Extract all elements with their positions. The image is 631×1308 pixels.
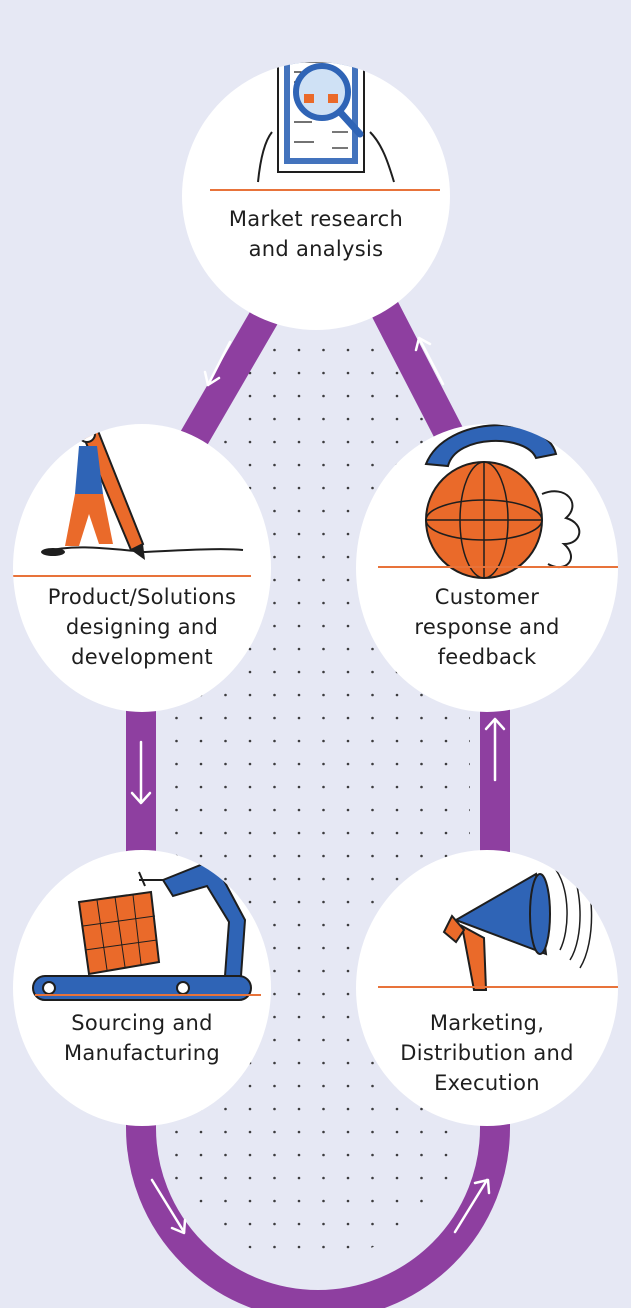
step-label-line: Sourcing and: [71, 1011, 213, 1035]
step-product-development: Product/Solutions designing and developm…: [13, 424, 271, 712]
step-label: Marketing, Distribution and Execution: [356, 1008, 618, 1098]
step-label-line: Distribution and: [400, 1041, 574, 1065]
step-sourcing-manufacturing: Sourcing and Manufacturing: [13, 850, 271, 1126]
arrow-down-left: [203, 340, 232, 387]
step-divider: [13, 575, 251, 577]
arrow-bottom-right: [453, 1178, 491, 1234]
step-label: Market research and analysis: [182, 204, 450, 264]
step-label-line: Manufacturing: [64, 1041, 220, 1065]
arrow-up-left: [414, 336, 445, 386]
megaphone-icon: [442, 850, 593, 991]
step-label: Sourcing and Manufacturing: [13, 1008, 271, 1068]
step-customer-feedback: Customer response and feedback: [356, 424, 618, 712]
step-divider: [210, 189, 440, 191]
arrow-down: [130, 740, 152, 805]
arrow-up: [484, 717, 506, 782]
step-label-line: Execution: [434, 1071, 540, 1095]
step-label: Customer response and feedback: [356, 582, 618, 672]
step-label-line: response and: [414, 615, 560, 639]
step-label-line: and analysis: [248, 237, 384, 261]
step-label-line: Product/Solutions: [47, 585, 237, 609]
step-divider: [378, 566, 618, 568]
step-label-line: feedback: [437, 645, 537, 669]
robot-arm-conveyor-icon: [32, 858, 252, 1001]
arrow-bottom-left: [150, 1178, 187, 1235]
step-label-line: designing and: [65, 615, 219, 639]
flow-arrows: [130, 336, 506, 1235]
step-label: Product/Solutions designing and developm…: [13, 582, 271, 672]
step-label-line: Marketing,: [429, 1011, 545, 1035]
step-label-line: Market research: [228, 207, 404, 231]
step-divider: [378, 986, 618, 988]
pencil-person-icon: [41, 424, 244, 560]
step-label-line: development: [71, 645, 213, 669]
step-divider: [35, 994, 261, 996]
step-label-line: Customer: [434, 585, 540, 609]
step-marketing-distribution: Marketing, Distribution and Execution: [356, 850, 618, 1126]
step-market-research: Market research and analysis: [182, 62, 450, 330]
telephone-globe-icon: [424, 424, 581, 579]
clipboard-magnifier-icon: [257, 62, 395, 183]
